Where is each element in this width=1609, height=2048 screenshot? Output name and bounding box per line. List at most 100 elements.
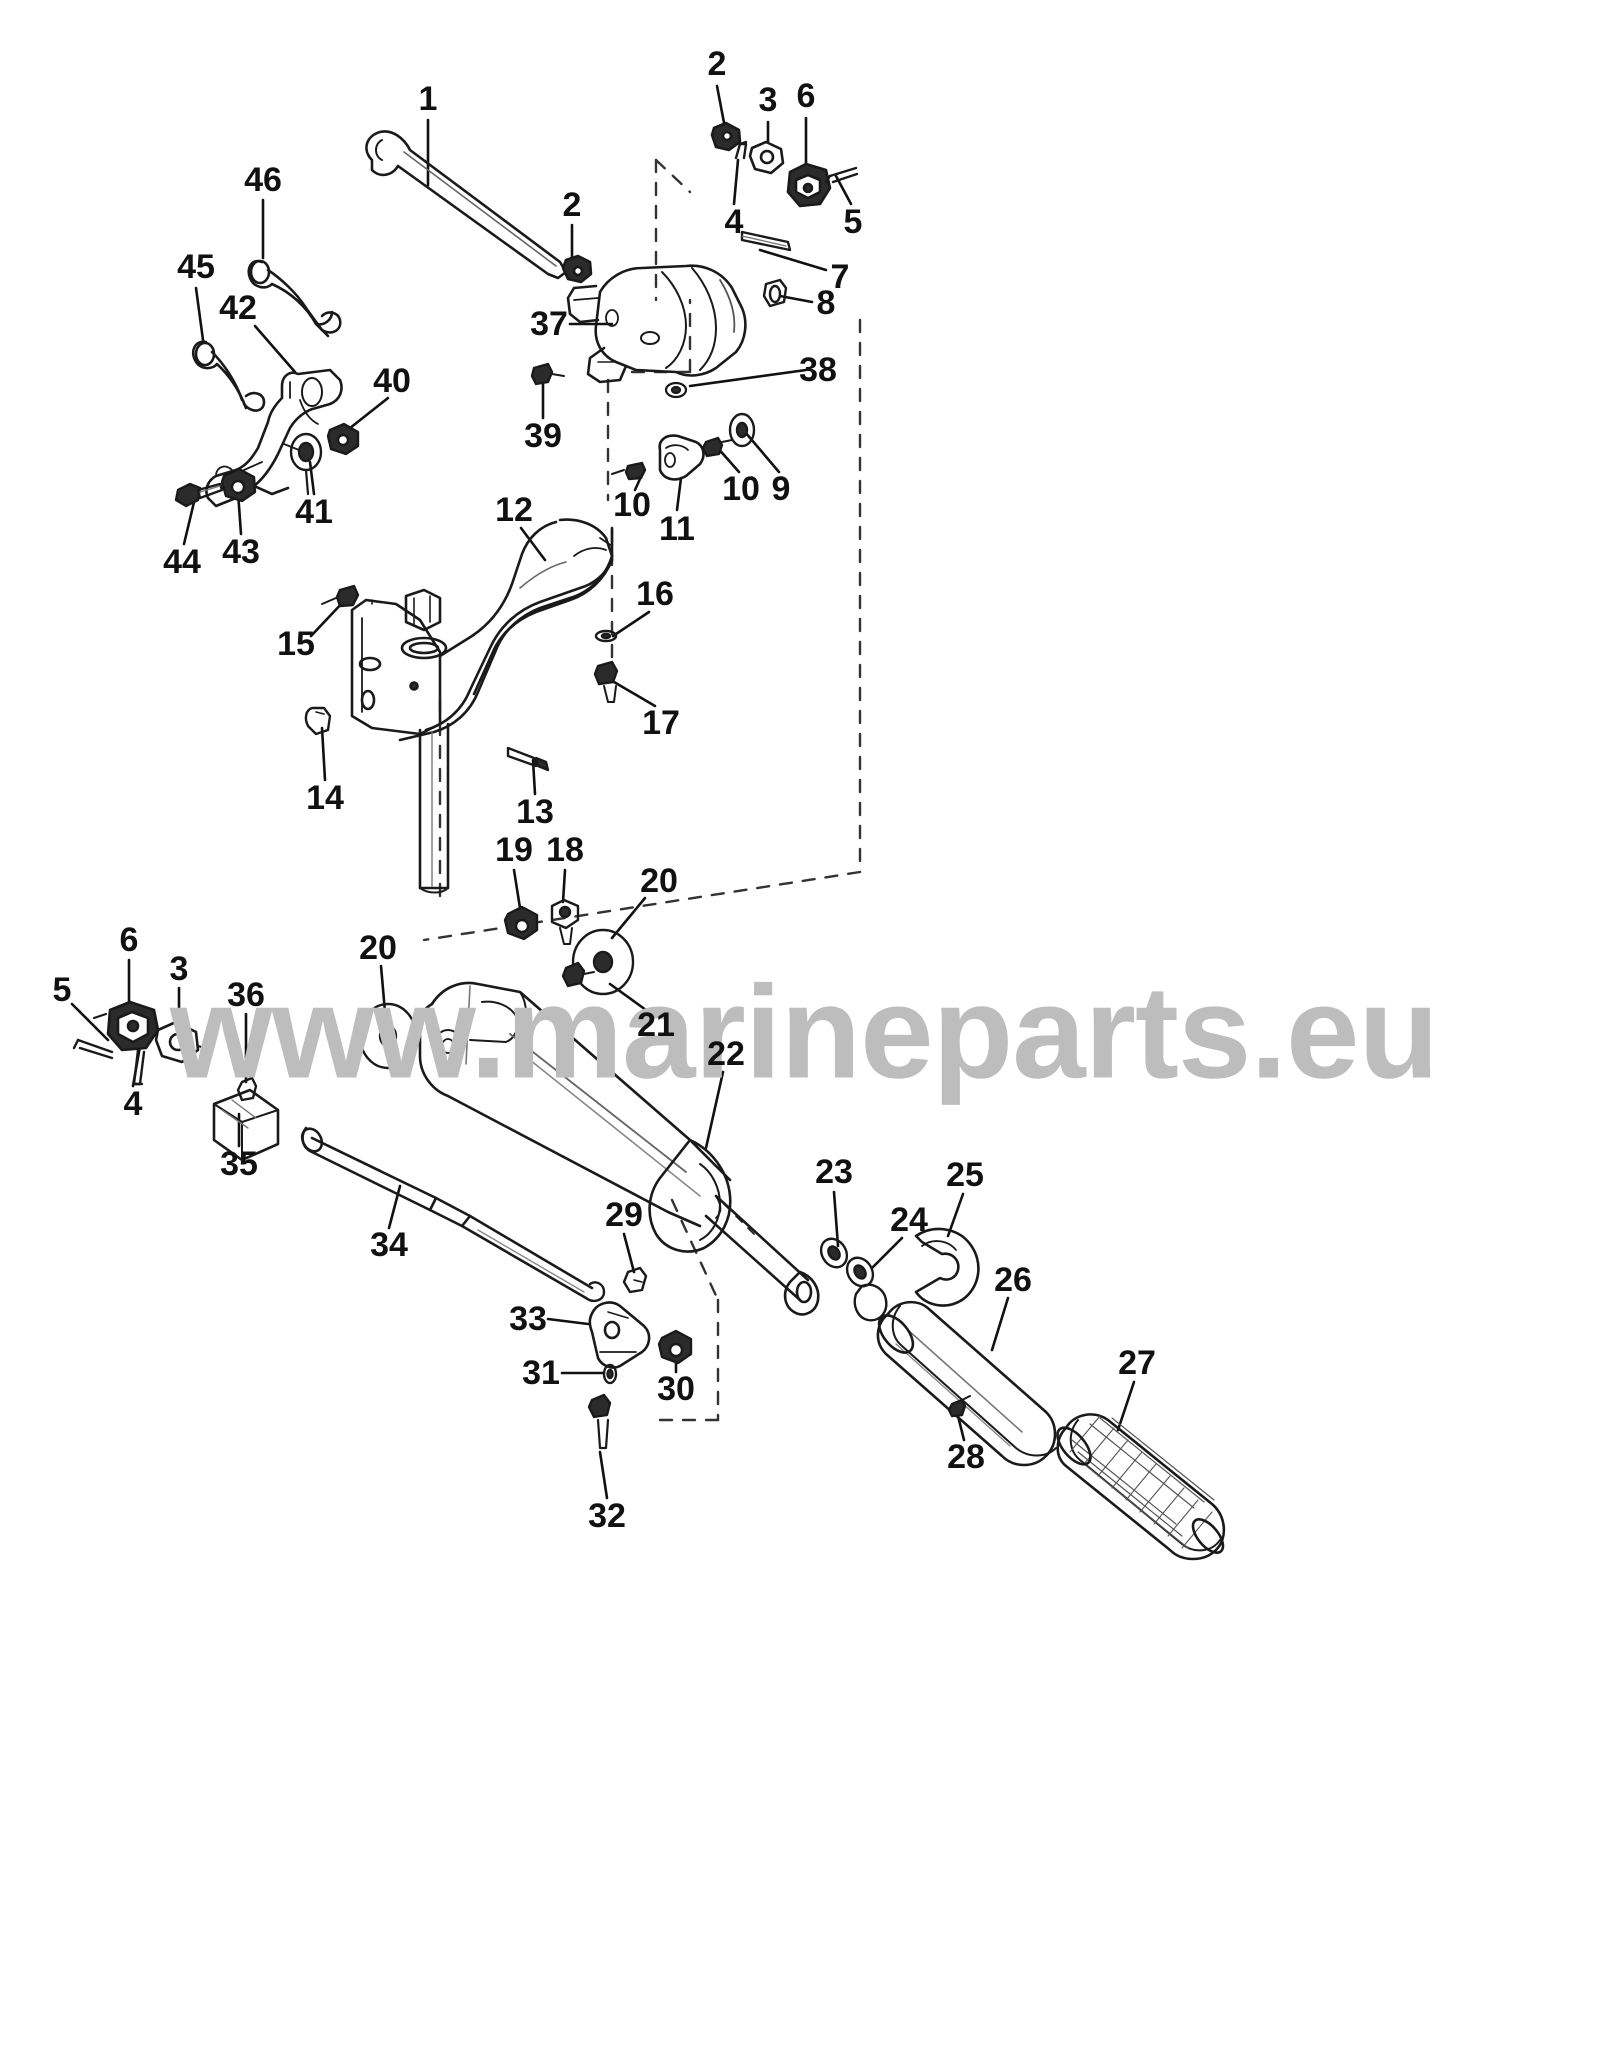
callout-number-27: 27 (1118, 1344, 1156, 1382)
callout-number-41: 41 (295, 493, 333, 531)
callout-number-37: 37 (530, 305, 568, 343)
part-20-washer-upper (571, 928, 635, 996)
callout-number-12: 12 (495, 491, 533, 529)
part-5-clip-lower (72, 1038, 114, 1060)
part-23-washers (819, 1237, 875, 1288)
callout-number-8: 8 (816, 284, 836, 322)
part-28-screw (947, 1395, 971, 1418)
part-26-grip-tube (876, 1300, 1057, 1467)
part-29-key (622, 1266, 648, 1294)
part-8-bushing (762, 278, 788, 308)
part-16-washer (594, 629, 618, 643)
part-20-washer-lower (358, 1002, 418, 1070)
part-13-pin (506, 746, 550, 772)
callout-number-18: 18 (546, 831, 584, 869)
callout-number-6b: 6 (119, 921, 139, 959)
part-7-pin (740, 230, 792, 252)
callout-number-31: 31 (522, 1354, 560, 1392)
callout-number-19: 19 (495, 831, 533, 869)
callout-number-44: 44 (163, 543, 201, 581)
part-41-bushing (289, 432, 323, 496)
part-12-housing (350, 518, 614, 894)
callout-number-9: 9 (771, 470, 791, 508)
part-34-link-rod (300, 1126, 606, 1303)
part-30-nut (657, 1329, 693, 1365)
part-11-cam-lever (658, 434, 705, 481)
part-3-washer-lower (154, 1020, 214, 1064)
callout-number-3b: 3 (169, 950, 189, 988)
part-39-screw (530, 362, 565, 386)
part-2-nut-lower (561, 254, 593, 284)
part-10-screws (611, 436, 733, 481)
part-40-nut (326, 422, 360, 456)
callout-number-14: 14 (306, 779, 344, 817)
part-5-clip-upper (824, 166, 859, 184)
part-24-bushing (853, 1283, 888, 1322)
callout-number-34: 34 (370, 1226, 408, 1264)
callout-number-4a: 4 (724, 203, 744, 241)
callout-number-1: 1 (418, 80, 438, 118)
callout-number-23: 23 (815, 1153, 853, 1191)
callout-number-25: 25 (946, 1156, 984, 1194)
part-38-shaft (664, 381, 688, 399)
callout-number-4b: 4 (123, 1085, 143, 1123)
part-27-knurled-grip (1056, 1413, 1226, 1561)
part-31-washer (602, 1363, 618, 1385)
part-1-rod (365, 130, 568, 280)
part-6-block-lower (92, 1000, 160, 1052)
callout-number-28: 28 (947, 1438, 985, 1476)
callout-number-32: 32 (588, 1497, 626, 1535)
callout-number-39: 39 (524, 417, 562, 455)
callout-number-7: 7 (830, 258, 850, 296)
callout-number-2b: 2 (562, 186, 582, 224)
callout-number-10b: 10 (613, 486, 651, 524)
callout-number-46: 46 (244, 161, 282, 199)
part-44-bolt (174, 482, 224, 508)
callout-number-10a: 10 (722, 470, 760, 508)
callout-number-38: 38 (799, 351, 837, 389)
callout-number-22: 22 (707, 1035, 745, 1073)
part-37-bracket-head (566, 264, 747, 384)
callout-number-26: 26 (994, 1261, 1032, 1299)
callout-number-40: 40 (373, 362, 411, 400)
callout-number-20b: 20 (359, 929, 397, 967)
callout-number-2a: 2 (707, 45, 727, 83)
part-22-tiller-arm (418, 981, 820, 1316)
part-9-washer (728, 412, 756, 448)
callout-number-33: 33 (509, 1300, 547, 1338)
callout-number-3a: 3 (758, 81, 778, 119)
callout-number-13: 13 (516, 793, 554, 831)
part-19-nut (503, 905, 539, 941)
callout-number-43: 43 (222, 533, 260, 571)
callout-number-11: 11 (659, 510, 695, 548)
callout-number-17: 17 (642, 704, 680, 742)
callout-number-21: 21 (637, 1006, 675, 1044)
part-32-screw (587, 1393, 612, 1450)
callout-number-30: 30 (657, 1370, 695, 1408)
callout-number-5b: 5 (52, 971, 72, 1009)
callout-number-15: 15 (277, 625, 315, 663)
part-3-bolt-upper (748, 140, 785, 175)
part-35-bumper (212, 1088, 280, 1162)
part-14-plug (304, 706, 332, 736)
callout-number-5a: 5 (843, 203, 863, 241)
callout-number-45: 45 (177, 248, 215, 286)
callout-number-35: 35 (220, 1145, 258, 1183)
part-4-pin-upper (734, 140, 748, 160)
part-25-clamp (914, 1227, 980, 1307)
part-43-nut (220, 467, 257, 503)
callout-number-24: 24 (890, 1201, 928, 1239)
callout-number-42: 42 (219, 289, 257, 327)
callout-number-16: 16 (636, 575, 674, 613)
part-4-pin-lower (132, 1048, 146, 1086)
part-2-nut-upper (710, 121, 742, 152)
callout-number-6a: 6 (796, 77, 816, 115)
callout-number-20a: 20 (640, 862, 678, 900)
part-45-link (191, 340, 266, 412)
callout-number-29: 29 (605, 1196, 643, 1234)
part-17-bolt (593, 660, 619, 703)
part-36-pin (236, 1076, 258, 1102)
callout-number-36: 36 (227, 976, 265, 1014)
